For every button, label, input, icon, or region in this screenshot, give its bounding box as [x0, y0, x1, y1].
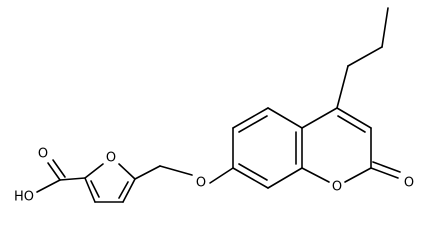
- atom-label-carboxyl-o: O: [38, 147, 48, 162]
- furan-bond-c4-c4-inner: [118, 181, 129, 199]
- furan-bond-c5-c4: [122, 178, 136, 203]
- furan-bond-c3-c2: [84, 177, 96, 203]
- bond-c4-ca: [336, 65, 349, 109]
- furan-bond-c3-c2-inner: [90, 180, 100, 198]
- pyran-bond-o1-c8a: [301, 167, 330, 183]
- bond-c5-ch2: [134, 165, 161, 180]
- methylene-ether-linker: [134, 165, 234, 184]
- bond-c-oh: [36, 179, 61, 193]
- pyran-bond-c4-c3-inner: [337, 115, 366, 133]
- atom-label-carbonyl-o: O: [404, 176, 414, 191]
- atom-labels: HO O O O O O: [14, 147, 414, 205]
- bond-c2-o-double-a: [370, 167, 399, 179]
- benzo-bond-c6-c5-inner: [238, 115, 268, 133]
- pyran-bond-c4a-c4: [301, 107, 338, 129]
- furan-bond-o-c5: [118, 163, 136, 180]
- bond-cb-cc: [381, 7, 389, 48]
- pyran-bond-c2-o1: [344, 167, 372, 183]
- benzo-bond-c8a-c8: [267, 167, 303, 189]
- carboxylic-acid-group: [36, 159, 86, 193]
- benzene-ring: [232, 107, 303, 189]
- pyran-bond-c4-c3: [336, 107, 372, 129]
- propyl-chain: [336, 7, 389, 109]
- atom-label-lactone-ring-o: O: [332, 180, 342, 195]
- bond-ca-cb: [347, 46, 383, 67]
- atom-label-furan-o: O: [106, 151, 116, 166]
- bond-c-o-double-a: [47, 162, 61, 181]
- bond-c2-o-double-b: [372, 161, 401, 173]
- benzo-bond-c8-c7-inner: [238, 163, 268, 181]
- bond-ch2-o: [159, 165, 193, 176]
- bond-c-furan: [59, 177, 86, 181]
- bond-c-o-double-b: [52, 159, 66, 178]
- atom-label-carboxyl-oh: HO: [14, 190, 34, 205]
- bond-o-c7: [209, 167, 234, 184]
- furan-bond-c2-o: [84, 163, 104, 179]
- benzo-bond-c6-c5: [232, 107, 269, 129]
- benzo-bond-c5-c4a: [267, 107, 303, 129]
- atom-label-ether-o: O: [196, 176, 206, 191]
- furan-ring: [84, 163, 136, 203]
- carbonyl-group: [370, 161, 401, 179]
- benzo-bond-c8-c7: [232, 167, 269, 189]
- pyranone-ring: [301, 107, 372, 183]
